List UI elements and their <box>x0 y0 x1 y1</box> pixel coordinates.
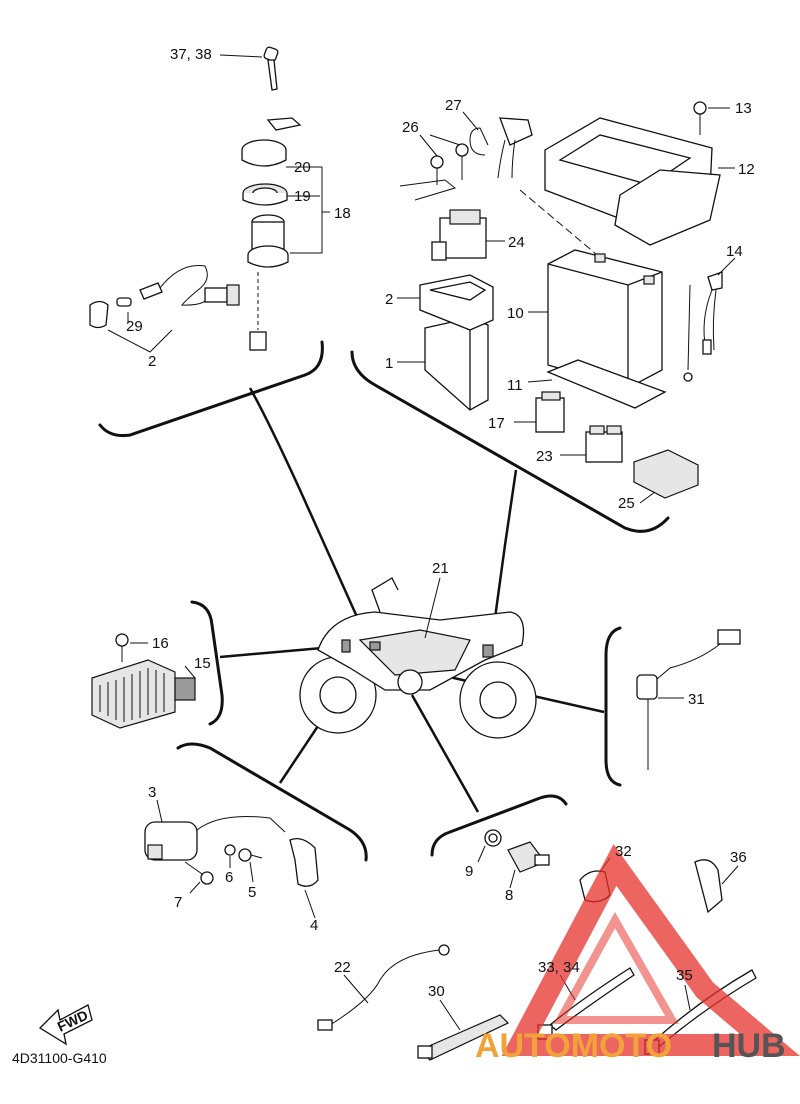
battery-mat-part <box>527 359 667 409</box>
callout-2-box: 2 <box>385 291 393 308</box>
callout-17: 17 <box>488 415 505 432</box>
lamp-socket-part <box>89 264 240 353</box>
callout-30: 30 <box>428 983 445 1000</box>
wire-lead-27-part <box>399 111 533 201</box>
ignition-nut-part <box>242 183 320 206</box>
callout-6: 6 <box>225 869 233 886</box>
bolt-13-part <box>693 101 730 135</box>
callout-bracket-18 <box>290 166 330 254</box>
key-part <box>219 46 279 91</box>
leader-ignition <box>248 387 364 629</box>
callout-25: 25 <box>618 495 635 512</box>
main-switch-part <box>247 214 289 351</box>
callout-5: 5 <box>248 884 256 901</box>
callout-14: 14 <box>726 243 743 260</box>
sensor-8-part <box>507 841 550 889</box>
bracket-switch-group <box>604 626 622 787</box>
ignition-key-cap-part <box>241 117 320 168</box>
cover-25-part <box>633 449 699 504</box>
callout-27: 27 <box>445 97 462 114</box>
switch-31-part <box>636 629 741 770</box>
callout-19: 19 <box>294 188 311 205</box>
callout-18: 18 <box>334 205 351 222</box>
callout-36: 36 <box>730 849 747 866</box>
callout-31: 31 <box>688 691 705 708</box>
callout-13: 13 <box>735 100 752 117</box>
rectifier-part <box>91 659 196 729</box>
callout-37-38: 37, 38 <box>170 46 212 63</box>
bracket-battery-group <box>350 350 670 533</box>
wire-22-part <box>317 944 450 1031</box>
callout-20: 20 <box>294 159 311 176</box>
bracket-rectifier-group <box>190 600 224 726</box>
relay-23-part <box>560 425 623 463</box>
callout-22: 22 <box>334 959 351 976</box>
washer-9-part <box>477 829 502 863</box>
callout-23: 23 <box>536 448 553 465</box>
watermark-text-a: AUTOMOTO <box>475 1027 672 1065</box>
ignition-coil-part <box>144 799 286 861</box>
callout-12: 12 <box>738 161 755 178</box>
battery-box-part <box>544 117 735 246</box>
callout-2-socket: 2 <box>148 353 156 370</box>
callout-9: 9 <box>465 863 473 880</box>
callout-16: 16 <box>152 635 169 652</box>
battery-part <box>519 189 663 389</box>
fuse-holder-17-part <box>514 391 565 433</box>
watermark-text-b: HUB <box>712 1027 786 1065</box>
bracket-coil-group <box>176 742 368 862</box>
fwd-arrow-icon: FWD <box>38 1004 93 1046</box>
diagram-code: 4D31100-G410 <box>12 1050 107 1066</box>
clip-36-part <box>694 859 739 914</box>
ecu-part <box>397 317 489 411</box>
callout-21: 21 <box>432 560 449 577</box>
leader-battery <box>490 469 518 641</box>
screw-5-part <box>238 848 263 883</box>
callout-29: 29 <box>126 318 143 335</box>
callout-32: 32 <box>615 843 632 860</box>
callout-8: 8 <box>505 887 513 904</box>
automotohub-watermark-logo <box>501 844 800 1056</box>
callout-1: 1 <box>385 355 393 372</box>
relay-24-part <box>431 209 505 261</box>
callout-10: 10 <box>507 305 524 322</box>
leader-sensor <box>410 694 480 813</box>
callout-4: 4 <box>310 917 318 934</box>
callout-24: 24 <box>508 234 525 251</box>
bolt-26-part <box>419 134 469 185</box>
callout-33-34: 33, 34 <box>538 959 580 976</box>
callout-11: 11 <box>507 377 523 394</box>
fwd-label: FWD <box>55 1007 91 1035</box>
atv-illustration <box>299 577 537 739</box>
bracket-sensor-group <box>430 794 568 857</box>
bracket-ignition-group <box>98 340 324 437</box>
washer-6-part <box>224 844 236 868</box>
battery-lead-14-part <box>683 257 736 382</box>
callout-26: 26 <box>402 119 419 136</box>
callout-35: 35 <box>676 967 693 984</box>
bolt-16-part <box>115 633 148 662</box>
band-30-part <box>417 999 510 1061</box>
nut-7-part <box>184 861 214 894</box>
spark-plug-cap-part <box>289 837 319 919</box>
callout-7: 7 <box>174 894 182 911</box>
callout-15: 15 <box>194 655 211 672</box>
callout-3: 3 <box>148 784 156 801</box>
ecu-cover-part <box>397 274 494 331</box>
